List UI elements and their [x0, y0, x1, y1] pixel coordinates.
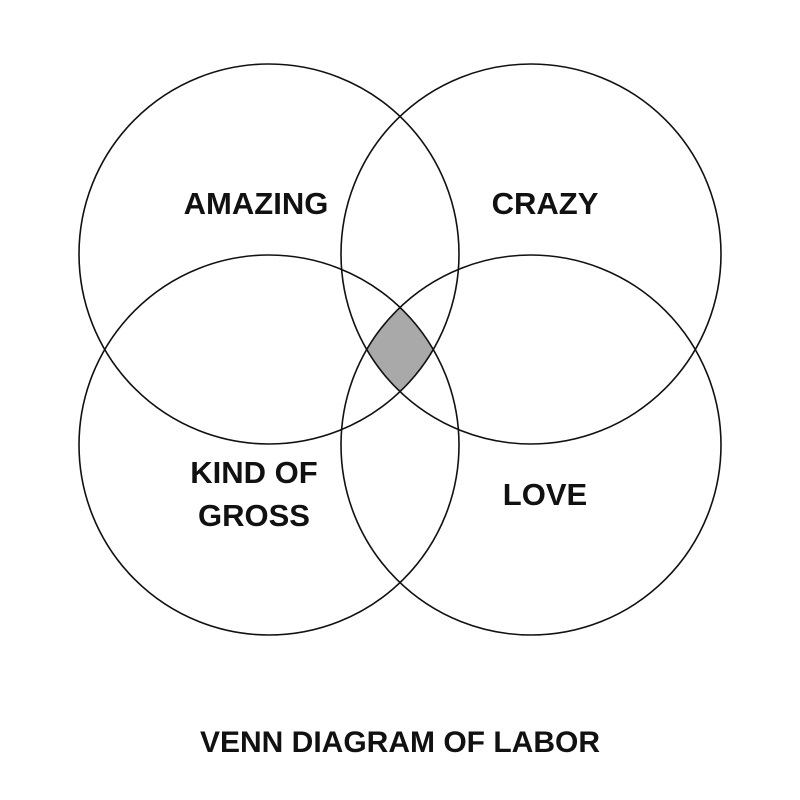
- label-kind-of-gross-line-2: GROSS: [198, 498, 310, 533]
- diagram-caption: VENN DIAGRAM OF LABOR: [200, 726, 600, 759]
- circle-love: [340, 254, 722, 636]
- label-crazy: CRAZY: [492, 186, 599, 221]
- circle-amazing: [78, 63, 460, 445]
- circle-crazy: [340, 63, 722, 445]
- label-love: LOVE: [503, 477, 587, 512]
- circle-kind-of-gross: [78, 254, 460, 636]
- all-sets-intersection: [341, 255, 459, 444]
- label-kind-of-gross-line-1: KIND OF: [190, 455, 317, 490]
- label-amazing: AMAZING: [184, 186, 329, 221]
